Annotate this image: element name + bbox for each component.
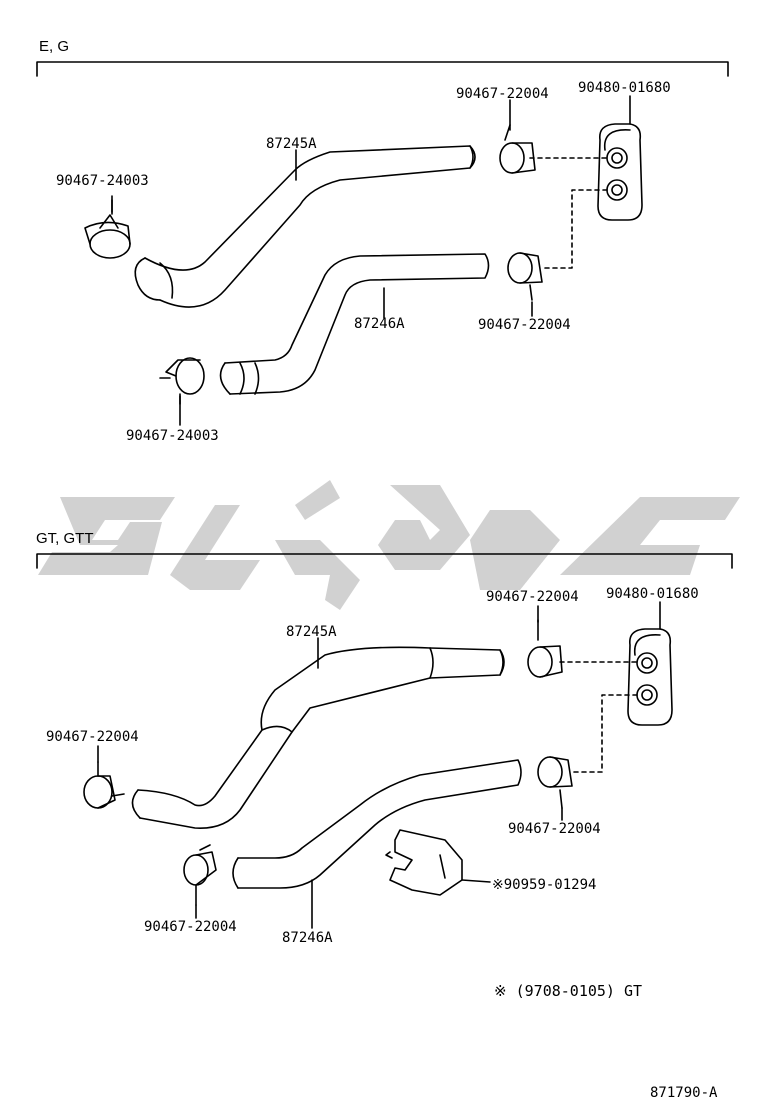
label-90467-22004-bottom-right-upper: 90467-22004 [486, 589, 579, 605]
hose-87246a-bottom [232, 759, 522, 889]
diagram-number: 871790-A [650, 1085, 718, 1101]
grommet-top [597, 123, 643, 221]
label-87245a-top: 87245A [266, 136, 317, 152]
label-87245a-bottom: 87245A [286, 624, 337, 640]
clamp-bottom-right-upper [527, 619, 563, 678]
bottom-section-frame [36, 553, 733, 569]
clamp-bottom-right-lower [537, 756, 573, 809]
label-90480-01680-bottom: 90480-01680 [606, 586, 699, 602]
dashed-connectors-top [529, 157, 609, 269]
section-title-bottom: GT, GTT [36, 530, 94, 547]
label-90467-22004-bottom-left-lower: 90467-22004 [144, 919, 237, 935]
section-title-top: E, G [39, 38, 70, 55]
hose-87246a-top [219, 253, 490, 395]
label-87246a-top: 87246A [354, 316, 405, 332]
clamp-top-left-upper [84, 199, 131, 259]
label-90467-22004-top-lower: 90467-22004 [478, 317, 571, 333]
label-90467-22004-bottom-right-lower: 90467-22004 [508, 821, 601, 837]
label-87246a-bottom: 87246A [282, 930, 333, 946]
clamp-top-left-lower [159, 357, 205, 405]
clamp-top-right-lower [507, 252, 543, 301]
clamp-top-right-upper [499, 124, 536, 174]
top-section-frame [36, 61, 729, 77]
label-90467-24003-lower: 90467-24003 [126, 428, 219, 444]
hose-87245a-bottom [131, 646, 505, 829]
dashed-connectors-bottom [559, 661, 639, 773]
clamp-bottom-left-upper [83, 761, 125, 809]
label-90480-01680-top: 90480-01680 [578, 80, 671, 96]
footnote: ※ (9708-0105) GT [494, 982, 643, 1000]
clip-part-number: 90959-01294 [503, 877, 597, 893]
label-90467-24003-upper: 90467-24003 [56, 173, 149, 189]
leaders-bottom [97, 601, 661, 929]
label-90467-22004-bottom-left-upper: 90467-22004 [46, 729, 139, 745]
hose-87245a-top [134, 145, 476, 308]
leaders-top [111, 95, 631, 426]
clamp-bottom-left-lower [183, 844, 217, 906]
clip-marker: ※ [492, 877, 504, 893]
grommet-bottom [627, 628, 673, 726]
label-90959-01294: ※90959-01294 [492, 877, 596, 893]
label-90467-22004-top-upper: 90467-22004 [456, 86, 549, 102]
clip-90959-01294 [385, 829, 491, 896]
